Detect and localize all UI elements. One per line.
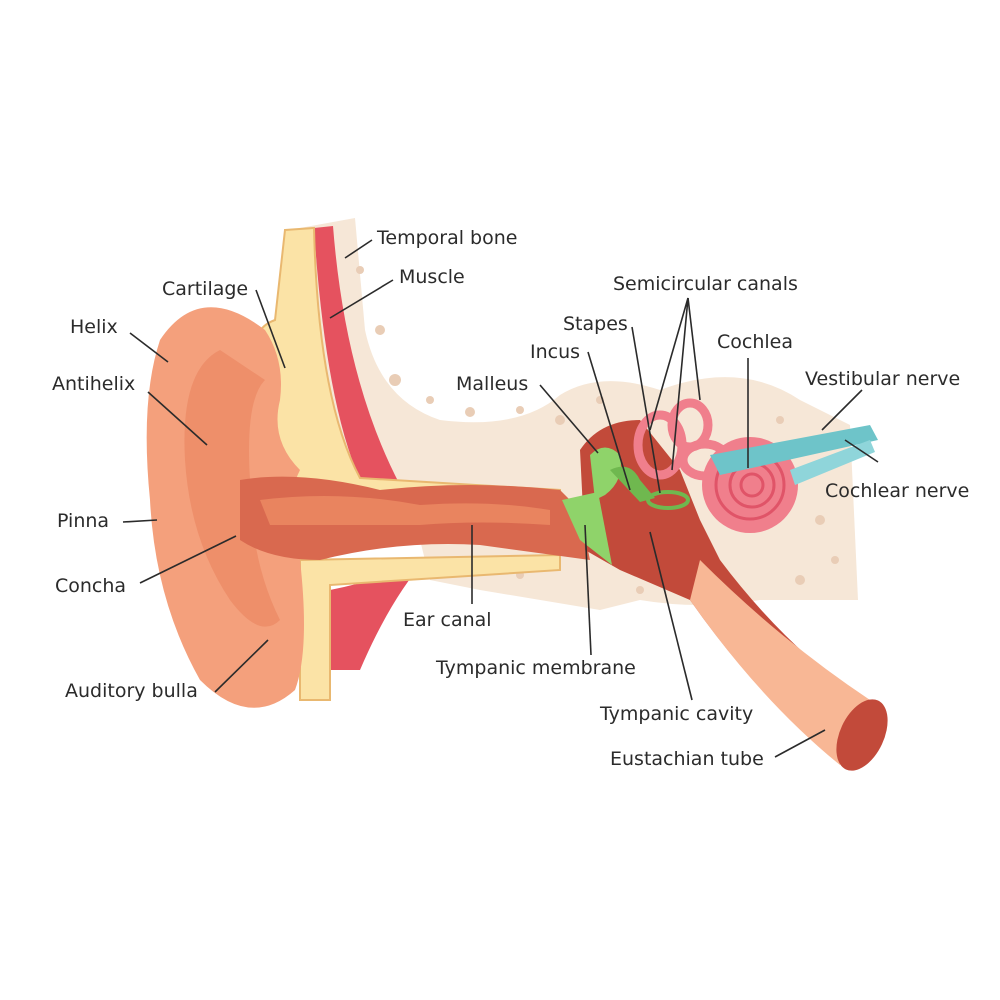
label-eustachian-tube: Eustachian tube (610, 748, 764, 770)
label-helix: Helix (70, 316, 118, 338)
leader-lines (122, 239, 879, 758)
label-antihelix: Antihelix (52, 373, 135, 395)
label-cochlea: Cochlea (717, 331, 793, 353)
label-auditory-bulla: Auditory bulla (65, 680, 198, 702)
label-malleus: Malleus (456, 373, 528, 395)
lower-muscle-shape (330, 560, 425, 670)
label-tympanic-cavity: Tympanic cavity (599, 703, 753, 725)
vestibular-nerve-shape (710, 425, 878, 475)
eustachian-tube-shape (690, 560, 870, 765)
label-ear-canal: Ear canal (403, 609, 492, 631)
stapes-shape (646, 490, 690, 510)
label-cartilage: Cartilage (162, 278, 248, 300)
muscle-shape (314, 226, 400, 485)
tympanic-membrane-shape (562, 492, 612, 565)
label-muscle: Muscle (399, 266, 465, 288)
antihelix-shape (184, 350, 280, 627)
incus-shape (610, 466, 655, 502)
eustachian-tube-opening (836, 699, 888, 771)
label-vestibular-nerve: Vestibular nerve (805, 368, 960, 390)
ear-canal-highlight (260, 496, 550, 525)
label-tympanic-membrane: Tympanic membrane (435, 657, 636, 679)
label-temporal-bone: Temporal bone (376, 227, 517, 249)
cochlear-nerve-shape (790, 440, 875, 485)
label-incus: Incus (530, 341, 580, 363)
label-cochlear-nerve: Cochlear nerve (825, 480, 969, 502)
malleus-shape (590, 447, 621, 500)
label-semicircular-canals: Semicircular canals (613, 273, 798, 295)
label-stapes: Stapes (563, 313, 628, 335)
label-pinna: Pinna (57, 510, 109, 532)
label-concha: Concha (55, 575, 126, 597)
